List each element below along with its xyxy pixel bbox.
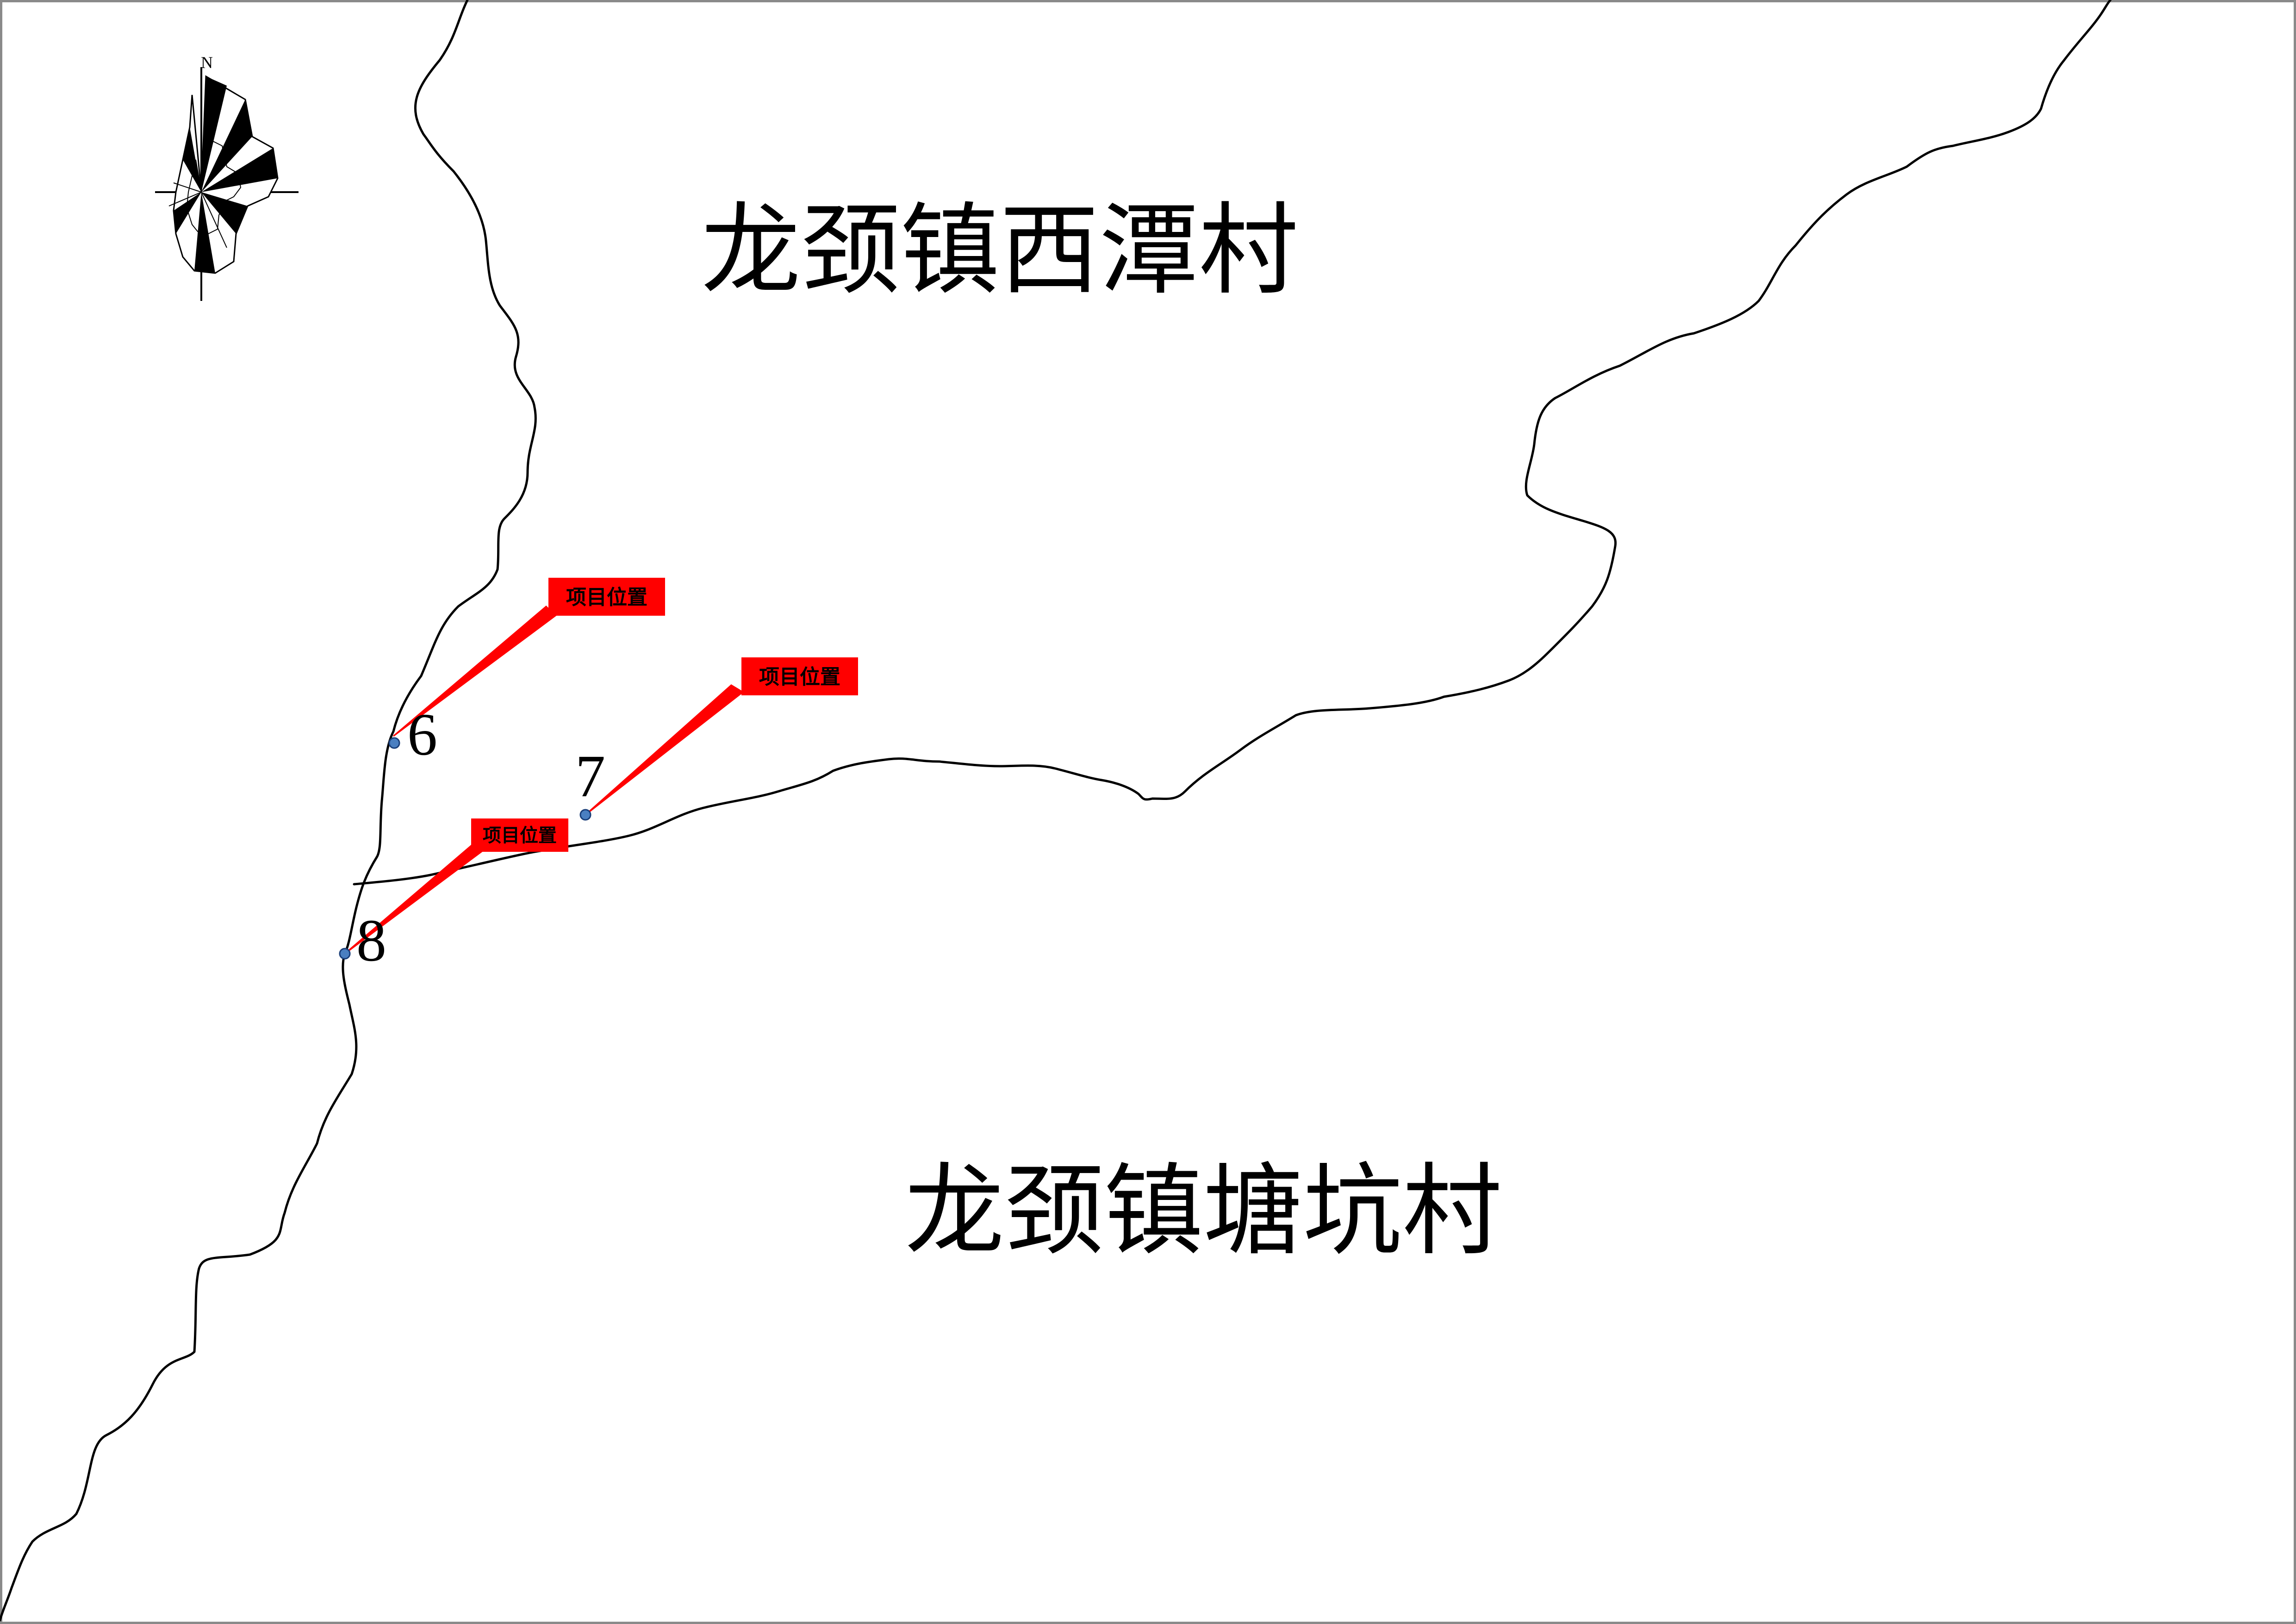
callout-box-8: 项目位置 (471, 818, 568, 852)
callout-label-8: 项目位置 (483, 825, 557, 846)
callout-leader-7 (585, 684, 744, 816)
boundary-lines (0, 0, 2112, 1622)
point-number-7: 7 (575, 743, 605, 810)
point-number-6: 6 (407, 701, 437, 768)
east-boundary-line (353, 0, 2112, 886)
survey-point-icon (339, 948, 351, 960)
survey-point-icon (579, 809, 591, 821)
survey-point-icon (388, 737, 400, 749)
callout-box-7: 项目位置 (741, 657, 858, 695)
callout-box-6: 项目位置 (548, 578, 665, 616)
callout-label-7: 项目位置 (759, 665, 840, 689)
survey-point-6: 6 (388, 701, 437, 768)
survey-point-8: 8 (339, 907, 386, 974)
region-label-north: 龙颈镇西潭村 (701, 192, 1298, 308)
callout-label-6: 项目位置 (566, 586, 647, 609)
callout-leaders (344, 605, 744, 955)
region-label-south: 龙颈镇塘坑村 (905, 1153, 1502, 1269)
point-number-8: 8 (356, 907, 386, 974)
west-boundary-line (0, 0, 537, 1622)
wind-rose-icon: N (155, 53, 299, 301)
survey-point-7: 7 (575, 743, 605, 821)
north-arrow-letter: N (201, 53, 213, 72)
